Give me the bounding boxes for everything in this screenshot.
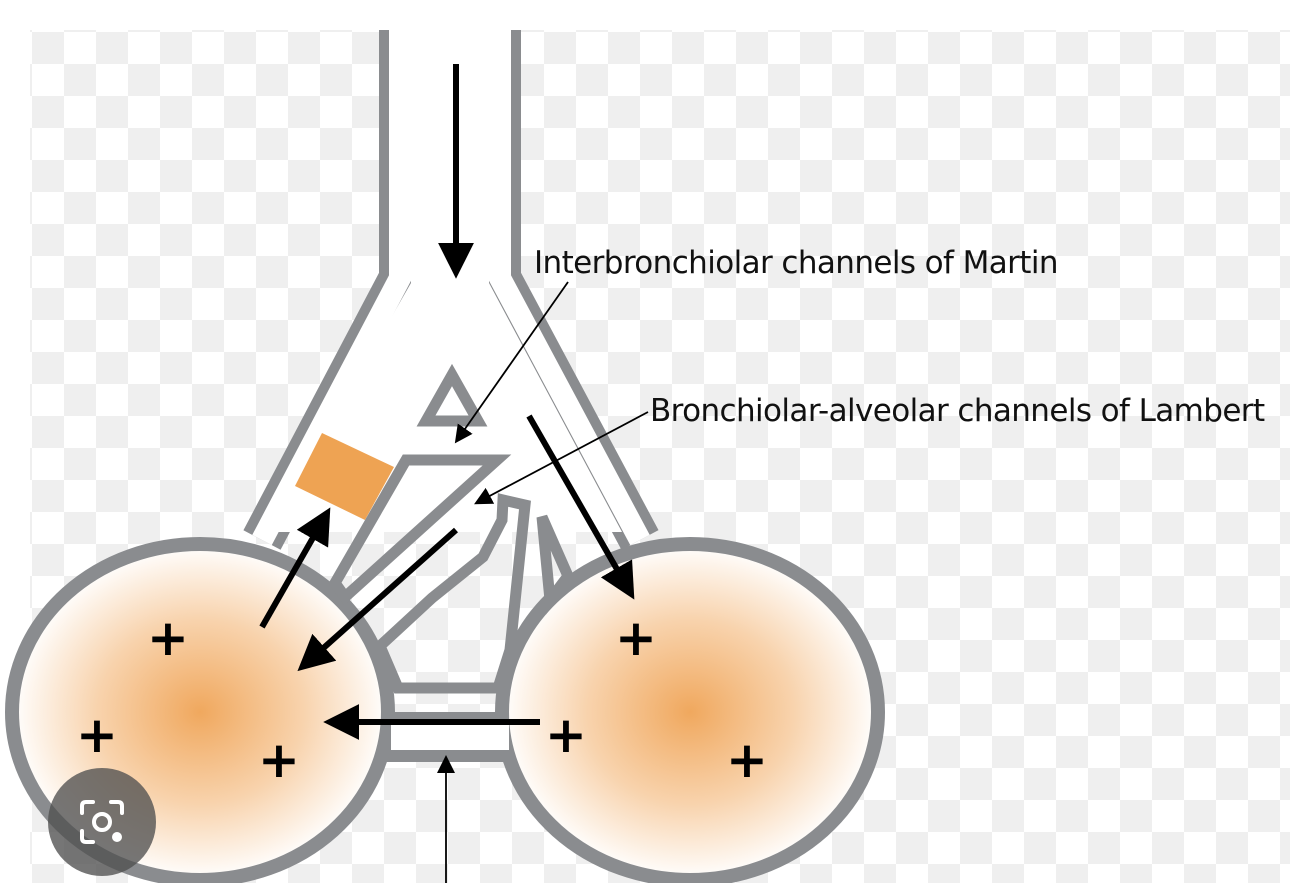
- plus-marker: +: [545, 706, 587, 764]
- plus-marker: +: [258, 731, 300, 789]
- leader-martin: [454, 281, 569, 444]
- channel-septa: [328, 363, 575, 694]
- image-search-button[interactable]: [48, 768, 156, 876]
- leader-lambert: [474, 411, 649, 505]
- leader-lines: [437, 281, 649, 883]
- label-martin: Interbronchiolar channels of Martin: [534, 245, 1059, 281]
- plus-marker: +: [76, 706, 118, 764]
- right-alveolus: [495, 537, 885, 887]
- label-lambert: Bronchiolar-alveolar channels of Lambert: [650, 393, 1265, 429]
- arrow-lambert-channel: [297, 527, 458, 672]
- arrow-up-from-left-alveolus: [259, 507, 331, 629]
- plus-marker: +: [147, 609, 189, 667]
- airway-lumen: [252, 30, 650, 750]
- plus-marker: +: [615, 609, 657, 667]
- airflow-arrows: [259, 64, 635, 740]
- airway-obstruction: [295, 433, 394, 520]
- arrow-right-bronchiole: [526, 414, 635, 600]
- camera-search-icon: [80, 800, 124, 844]
- plus-marker: +: [726, 731, 768, 789]
